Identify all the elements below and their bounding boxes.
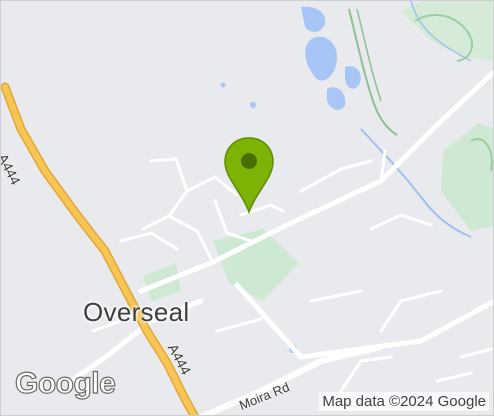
lake bbox=[345, 66, 361, 89]
park-area bbox=[441, 123, 493, 231]
lake bbox=[301, 6, 326, 32]
map-pin-icon[interactable] bbox=[222, 136, 276, 215]
park-area bbox=[401, 1, 493, 61]
park-area bbox=[213, 229, 299, 301]
google-logo: Google bbox=[14, 366, 116, 400]
lake bbox=[305, 36, 337, 81]
lake bbox=[327, 87, 346, 110]
place-label-overseal: Overseal bbox=[83, 297, 190, 327]
map-attribution[interactable]: Map data ©2024 Google bbox=[319, 392, 489, 411]
